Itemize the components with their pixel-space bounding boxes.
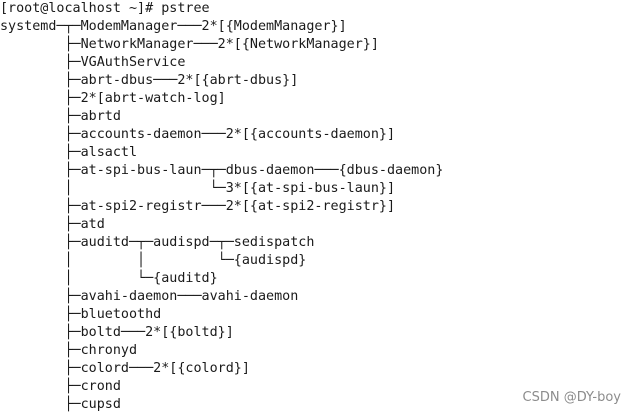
pstree-line: ├─abrtd <box>0 109 121 124</box>
pstree-line: ├─crond <box>0 379 121 394</box>
pstree-line: ├─at-spi-bus-laun─┬─dbus-daemon───{dbus-… <box>0 163 444 178</box>
pstree-line: ├─accounts-daemon───2*[{accounts-daemon}… <box>0 127 396 142</box>
command-prompt-line: [root@localhost ~]# pstree <box>0 1 210 16</box>
pstree-line: ├─bluetoothd <box>0 307 162 322</box>
pstree-line: ├─abrt-dbus───2*[{abrt-dbus}] <box>0 73 299 88</box>
pstree-line: ├─chronyd <box>0 343 138 358</box>
pstree-line: ├─avahi-daemon───avahi-daemon <box>0 289 299 304</box>
watermark-text: CSDN @DY-boy <box>522 390 621 405</box>
pstree-line: ├─at-spi2-registr───2*[{at-spi2-registr}… <box>0 199 396 214</box>
pstree-line: ├─cupsd <box>0 397 121 412</box>
pstree-line: ├─auditd─┬─audispd─┬─sedispatch <box>0 235 315 250</box>
pstree-line: ├─colord───2*[{colord}] <box>0 361 250 376</box>
pstree-line: systemd─┬─ModemManager───2*[{ModemManage… <box>0 19 347 34</box>
pstree-line: ├─atd <box>0 217 105 232</box>
pstree-line: ├─NetworkManager───2*[{NetworkManager}] <box>0 37 379 52</box>
pstree-line: ├─alsactl <box>0 145 138 160</box>
pstree-line: ├─2*[abrt-watch-log] <box>0 91 226 106</box>
pstree-line: ├─VGAuthService <box>0 55 186 70</box>
pstree-line: │ └─{auditd} <box>0 271 218 286</box>
pstree-line: ├─boltd───2*[{boltd}] <box>0 325 234 340</box>
pstree-line: │ │ └─{audispd} <box>0 253 307 268</box>
pstree-line: │ └─3*[{at-spi-bus-laun}] <box>0 181 396 196</box>
